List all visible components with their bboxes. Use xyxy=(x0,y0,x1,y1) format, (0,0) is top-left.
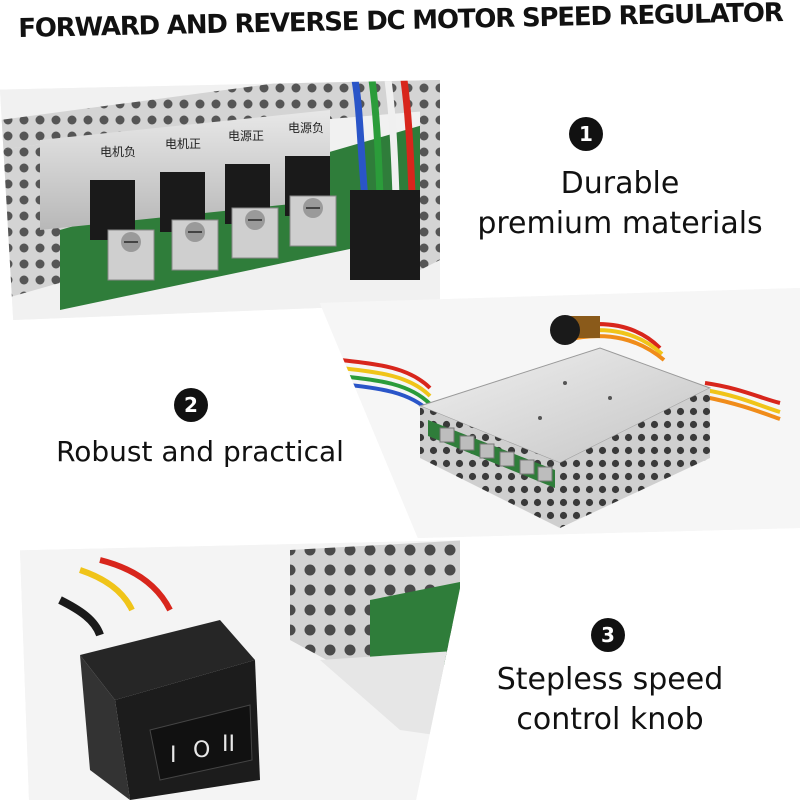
terminal-closeup-photo: 电机负 电机正 电源正 电源负 xyxy=(0,80,440,320)
knob-icon xyxy=(550,315,580,345)
feature-card-3: 3 Stepless speed control knob xyxy=(460,540,800,800)
feature-caption: Stepless speed control knob xyxy=(496,662,724,737)
feature-caption: Robust and practical xyxy=(56,435,344,468)
rocker-switch-photo: I O II xyxy=(20,540,470,800)
rocker-switch-illustration: I O II xyxy=(20,540,470,800)
terminal-label-power-pos: 电源正 xyxy=(228,129,264,143)
terminal-closeup-illustration: 电机负 电机正 电源正 电源负 xyxy=(0,80,440,320)
switch-mark-I: I xyxy=(170,743,177,768)
terminal-label-motor-pos: 电机正 xyxy=(165,137,201,151)
switch-mark-O: O xyxy=(193,738,210,763)
feature-number-badge: 2 xyxy=(174,388,208,422)
terminal-block-icon xyxy=(439,427,553,482)
switch-mark-II: II xyxy=(222,732,235,757)
feature-card-1: 1 Durable premium materials xyxy=(440,72,800,312)
feature-number-badge: 1 xyxy=(569,117,603,151)
screw-terminal-icon xyxy=(107,195,337,281)
feature-number-badge: 3 xyxy=(591,618,625,652)
terminal-label-motor-neg: 电机负 xyxy=(100,145,136,159)
feature-card-2: 2 Robust and practical xyxy=(0,322,400,522)
feature-caption: Durable premium materials xyxy=(477,166,763,241)
terminal-label-power-neg: 电源负 xyxy=(288,121,324,135)
page-title: FORWARD AND REVERSE DC MOTOR SPEED REGUL… xyxy=(18,0,783,44)
